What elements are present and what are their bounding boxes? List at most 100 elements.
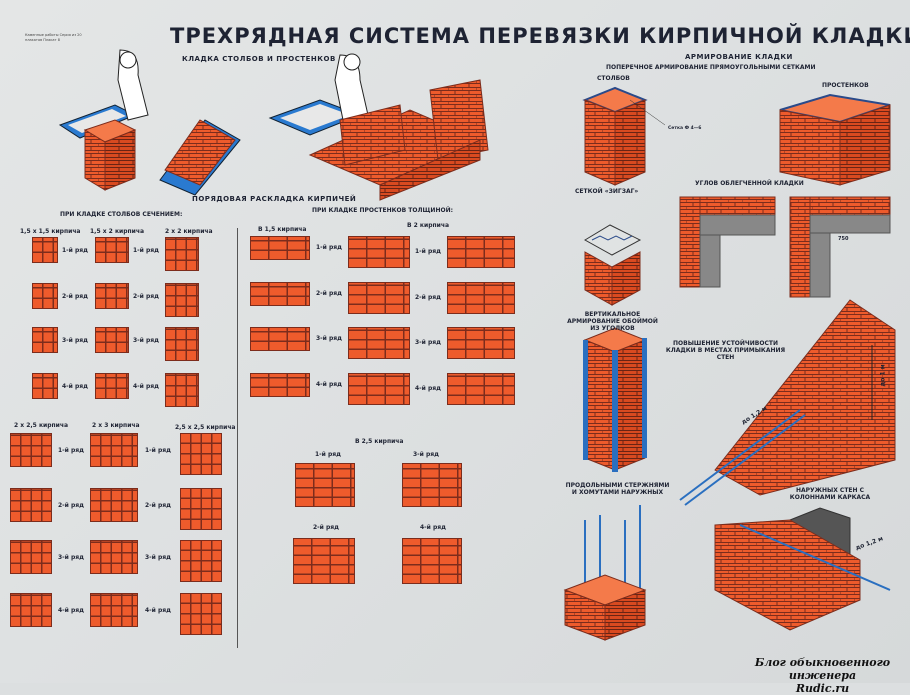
row-label: 4-й ряд <box>420 524 446 531</box>
brick-row-layout <box>180 488 222 530</box>
brick-row-layout <box>180 433 222 475</box>
rods-label: ПРОДОЛЬНЫМИ СТЕРЖНЯМИ И ХОМУТАМИ НАРУЖНЫ… <box>565 482 670 496</box>
layout-title: ПОРЯДОВАЯ РАСКЛАДКА КИРПИЧЕЙ <box>192 195 357 203</box>
row-label: 1-й ряд <box>315 451 341 458</box>
row-label: 3-й ряд <box>145 554 171 561</box>
row-label: 3-й ряд <box>133 337 159 344</box>
row-label: 3-й ряд <box>62 337 88 344</box>
row-label: 4-й ряд <box>316 381 342 388</box>
brick-row-layout <box>10 433 52 467</box>
walls-title: ПРИ КЛАДКЕ ПРОСТЕНКОВ ТОЛЩИНОЙ: <box>312 207 453 214</box>
corners-label: УГЛОВ ОБЛЕГЧЕННОЙ КЛАДКИ <box>695 180 804 187</box>
wall-size-label: В 2,5 кирпича <box>355 438 404 445</box>
wall-size-label: В 2 кирпича <box>407 222 450 229</box>
column-size-label: 1,5 х 2 кирпича <box>90 228 145 235</box>
columns-label: СТОЛБОВ <box>597 75 630 82</box>
brick-row-layout <box>250 282 310 306</box>
row-label: 2-й ряд <box>58 502 84 509</box>
mesh-label: Сетка Ф 4—6 <box>668 126 702 131</box>
row-label: 1-й ряд <box>133 247 159 254</box>
brick-row-layout <box>348 236 410 268</box>
column-size-label: 2 х 2,5 кирпича <box>14 422 69 429</box>
brick-row-layout <box>447 327 515 359</box>
brick-row-layout <box>90 488 138 522</box>
row-label: 3-й ряд <box>413 451 439 458</box>
reinforced-wall-illustration <box>779 93 891 186</box>
series-note: Каменные работы Серия из 20 плакатов Пла… <box>25 33 82 42</box>
zigzag-column-illustration <box>584 224 642 306</box>
brick-row-layout <box>165 283 199 317</box>
row-label: 1-й ряд <box>145 447 171 454</box>
worker-wall-illustration <box>268 53 489 201</box>
zigzag-label: СЕТКОЙ «ЗИГЗАГ» <box>575 188 639 195</box>
brick-row-layout <box>447 282 515 314</box>
stability-label: ПОВЫШЕНИЕ УСТОЙЧИВОСТИ КЛАДКИ В МЕСТАХ П… <box>665 340 786 361</box>
reinforcement-title: АРМИРОВАНИЕ КЛАДКИ <box>685 53 793 61</box>
brick-row-layout <box>32 283 58 309</box>
row-label: 2-й ряд <box>313 524 339 531</box>
brick-row-layout <box>180 593 222 635</box>
rod-cage-column-illustration <box>563 505 647 641</box>
brick-row-layout <box>348 282 410 314</box>
row-label: 3-й ряд <box>316 335 342 342</box>
column-size-label: 2,5 х 2,5 кирпича <box>175 424 236 431</box>
wall-size-label: В 1,5 кирпича <box>258 226 307 233</box>
watermark-line2: Rudic.ru <box>795 682 850 695</box>
row-label: 4-й ряд <box>58 607 84 614</box>
brick-row-layout <box>95 373 129 399</box>
dimension-750: 750 <box>838 236 849 242</box>
row-label: 3-й ряд <box>415 339 441 346</box>
brick-row-layout <box>402 538 462 584</box>
brick-row-layout <box>95 283 129 309</box>
brick-row-layout <box>293 538 355 584</box>
brick-row-layout <box>90 540 138 574</box>
row-label: 4-й ряд <box>145 607 171 614</box>
brick-row-layout <box>90 433 138 467</box>
worker-column-illustration <box>58 49 241 196</box>
brick-row-layout <box>250 373 310 397</box>
columns-title: ПРИ КЛАДКЕ СТОЛБОВ СЕЧЕНИЕМ: <box>60 211 183 218</box>
row-label: 4-й ряд <box>133 383 159 390</box>
row-label: 2-й ряд <box>145 502 171 509</box>
dimension-1m: до 1 м <box>879 364 887 387</box>
transverse-title: ПОПЕРЕЧНОЕ АРМИРОВАНИЕ ПРЯМОУГОЛЬНЫМИ СЕ… <box>606 64 816 71</box>
row-label: 1-й ряд <box>316 244 342 251</box>
watermark: Блог обыкновенного инженера Rudic.ru <box>735 656 910 695</box>
brick-row-layout <box>447 373 515 405</box>
row-label: 3-й ряд <box>58 554 84 561</box>
brick-row-layout <box>10 540 52 574</box>
reinforced-column-illustration <box>582 86 666 186</box>
column-size-label: 2 х 2 кирпича <box>165 228 213 235</box>
brick-row-layout <box>402 463 462 507</box>
brick-row-layout <box>180 540 222 582</box>
brick-row-layout <box>165 327 199 361</box>
divider <box>237 228 238 648</box>
section-title: КЛАДКА СТОЛБОВ И ПРОСТЕНКОВ <box>182 55 336 63</box>
poster-title: ТРЕХРЯДНАЯ СИСТЕМА ПЕРЕВЯЗКИ КИРПИЧНОЙ К… <box>170 24 910 48</box>
frame-label: НАРУЖНЫХ СТЕН С КОЛОННАМИ КАРКАСА <box>789 487 871 501</box>
row-label: 1-й ряд <box>415 248 441 255</box>
frame-column-wall-illustration <box>714 507 891 631</box>
brick-row-layout <box>348 373 410 405</box>
row-label: 4-й ряд <box>62 383 88 390</box>
angle-reinforced-column-illustration <box>583 327 647 472</box>
brick-row-layout <box>90 593 138 627</box>
lightweight-corner-illustration <box>679 196 891 298</box>
row-label: 2-й ряд <box>62 293 88 300</box>
brick-row-layout <box>95 327 129 353</box>
brick-row-layout <box>32 237 58 263</box>
brick-row-layout <box>95 237 129 263</box>
brick-row-layout <box>447 236 515 268</box>
row-label: 1-й ряд <box>62 247 88 254</box>
row-label: 1-й ряд <box>58 447 84 454</box>
watermark-line1: Блог обыкновенного инженера <box>754 656 891 682</box>
row-label: 2-й ряд <box>415 294 441 301</box>
brick-row-layout <box>32 373 58 399</box>
brick-row-layout <box>250 236 310 260</box>
brick-row-layout <box>165 373 199 407</box>
wall-junction-illustration <box>679 299 896 506</box>
row-label: 4-й ряд <box>415 385 441 392</box>
row-label: 2-й ряд <box>133 293 159 300</box>
